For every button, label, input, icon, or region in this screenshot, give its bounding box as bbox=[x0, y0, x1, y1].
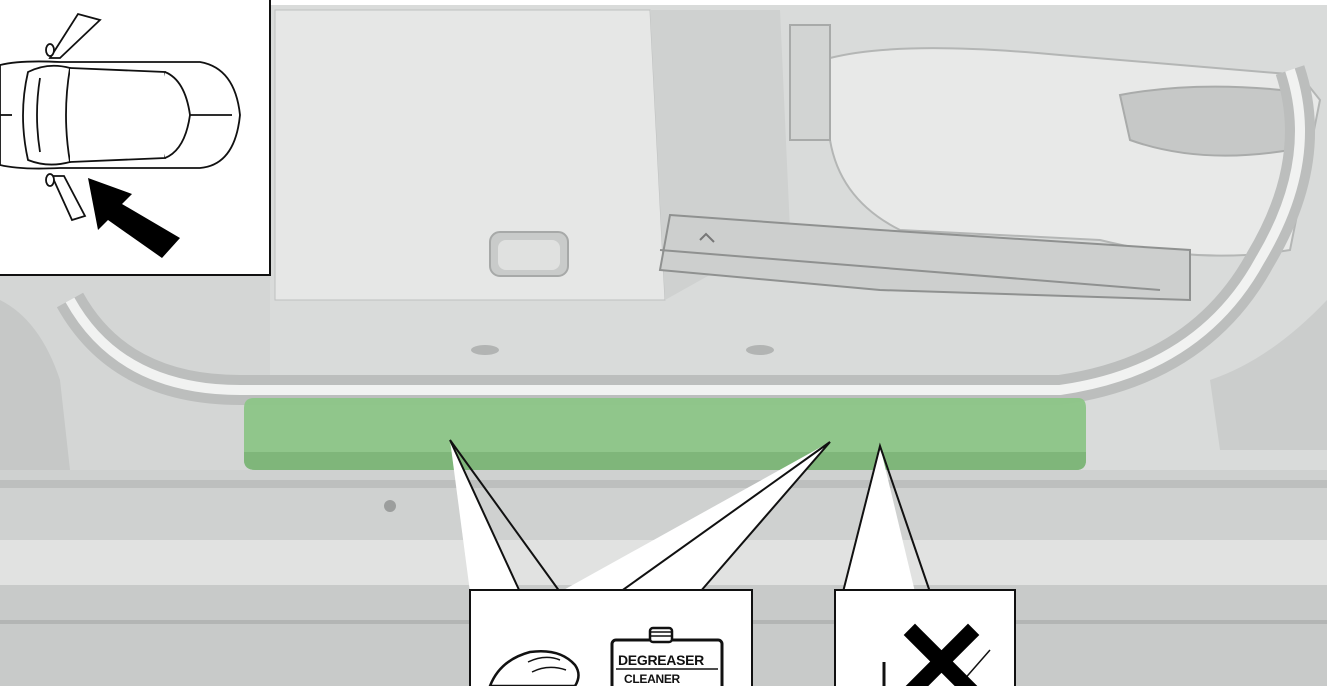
callout-clean-with-degreaser bbox=[470, 590, 752, 686]
application-area bbox=[244, 398, 1086, 470]
degreaser-label: DEGREASER bbox=[618, 653, 704, 667]
locator-inset bbox=[0, 0, 270, 275]
cleaner-label: CLEANER bbox=[624, 673, 680, 685]
callout-do-not-use bbox=[835, 590, 1015, 686]
